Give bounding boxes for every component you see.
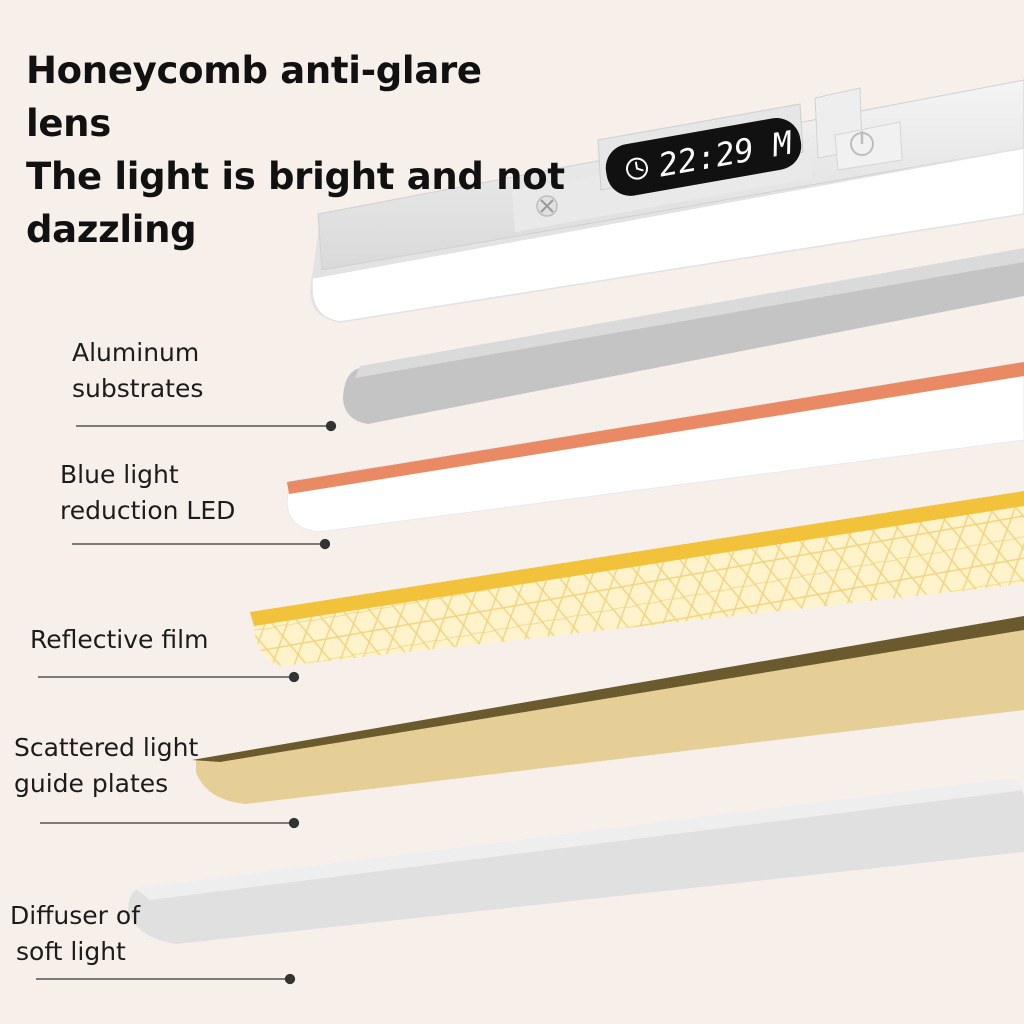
label-line: guide plates [14,769,169,798]
label-reflective-film: Reflective film [30,622,208,658]
led-layer [286,361,1024,533]
label-line: Aluminum [72,338,200,367]
sensor-icon [536,195,558,217]
label-blue-light-led: Blue light reduction LED [60,457,235,529]
label-light-guide-plates: Scattered light guide plates [14,730,198,802]
label-aluminum-substrates: Aluminum substrates [72,335,203,407]
reflective-film-layer [250,491,1024,666]
headline-line-2: lens [26,102,111,145]
label-line: reduction LED [60,496,236,525]
power-icon[interactable] [850,131,874,156]
aluminum-substrate-layer [343,250,1024,424]
headline-line-3: The light is bright and not [26,155,565,198]
headline-line-4: dazzling [26,208,197,251]
label-line: substrates [72,374,204,403]
light-guide-plate-layer [192,616,1024,804]
label-line: Reflective film [30,625,209,654]
headline: Honeycomb anti-glare lens The light is b… [26,44,565,256]
label-line: Diffuser of [10,901,140,930]
label-line: soft light [16,937,126,966]
headline-line-1: Honeycomb anti-glare [26,49,482,92]
leader-lines [36,420,337,985]
label-diffuser: Diffuser of soft light [10,898,140,970]
label-line: Scattered light [14,733,199,762]
aluminum-substrate-top-edge [355,248,1024,378]
diffuser-layer [128,778,1024,944]
clock-icon [626,157,649,180]
label-line: Blue light [60,460,179,489]
